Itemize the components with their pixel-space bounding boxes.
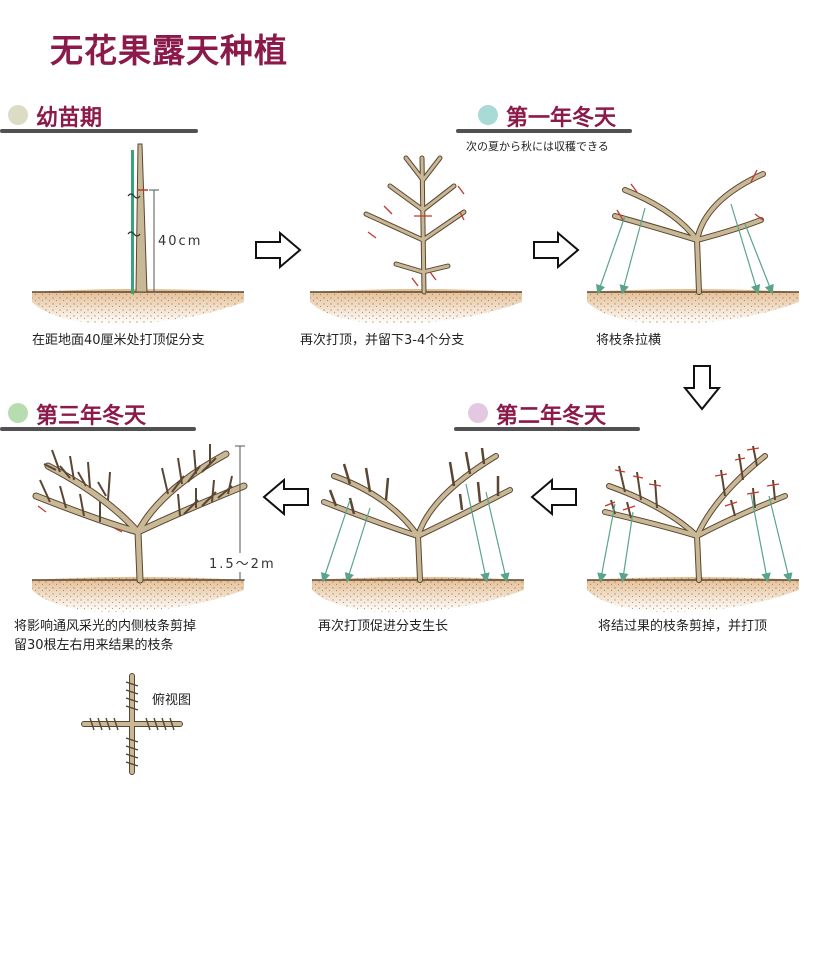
young-tree [363, 155, 467, 295]
measure-seedling-height: 40cm [158, 234, 203, 249]
arrow-right-icon [254, 230, 302, 270]
support-pole [131, 150, 134, 294]
caption-step6-line1: 将影响通风采光的内侧枝条剪掉 [14, 619, 197, 634]
tie [127, 231, 141, 237]
arrow-right-icon [532, 230, 580, 270]
panel-seedling [30, 140, 250, 330]
brush-underline [454, 427, 640, 431]
stage-note: 次の夏から秋には収穫できる [466, 140, 609, 153]
caption-step6-line2: 留30根左右用来结果的枝条 [14, 638, 174, 653]
tree-regrown [322, 454, 512, 582]
stage-dot [8, 403, 28, 423]
cut-marks [367, 185, 465, 287]
brush-underline [456, 129, 632, 133]
page-title: 无花果露天种植 [50, 31, 288, 70]
panel-step2 [308, 140, 528, 330]
top-view-label: 俯视图 [152, 693, 192, 708]
panel-step4 [585, 436, 805, 622]
guide-lines [596, 203, 774, 295]
top-view-diagram [80, 672, 184, 776]
stage-dot [468, 403, 488, 423]
brush-underline [0, 427, 196, 431]
stage-label: 第三年冬天 [36, 404, 147, 429]
brush-underline [0, 129, 198, 133]
caption-step4: 将结过果的枝条剪掉，并打顶 [598, 619, 768, 634]
tree-second-year [603, 454, 787, 582]
tie [127, 193, 141, 199]
stage-label: 第二年冬天 [496, 404, 607, 429]
arrow-down-icon [682, 364, 722, 412]
stage-label: 第一年冬天 [506, 106, 617, 131]
measure-tree-height: 1.5～2m [207, 553, 278, 572]
panel-step5 [310, 436, 530, 622]
caption-step1: 在距地面40厘米处打顶促分支 [32, 333, 205, 348]
stage-dot [478, 105, 498, 125]
caption-step5: 再次打顶促进分支生长 [318, 619, 449, 634]
caption-step2: 再次打顶，并留下3-4个分支 [300, 333, 465, 348]
caption-step3: 将枝条拉横 [596, 333, 662, 348]
arrow-left-icon [530, 477, 578, 517]
arrow-left-icon [262, 477, 310, 517]
stage-dot [8, 105, 28, 125]
stage-label: 幼苗期 [36, 106, 103, 131]
panel-step6 [30, 436, 270, 622]
panel-step3 [585, 140, 805, 330]
seedling-stem [135, 143, 148, 293]
